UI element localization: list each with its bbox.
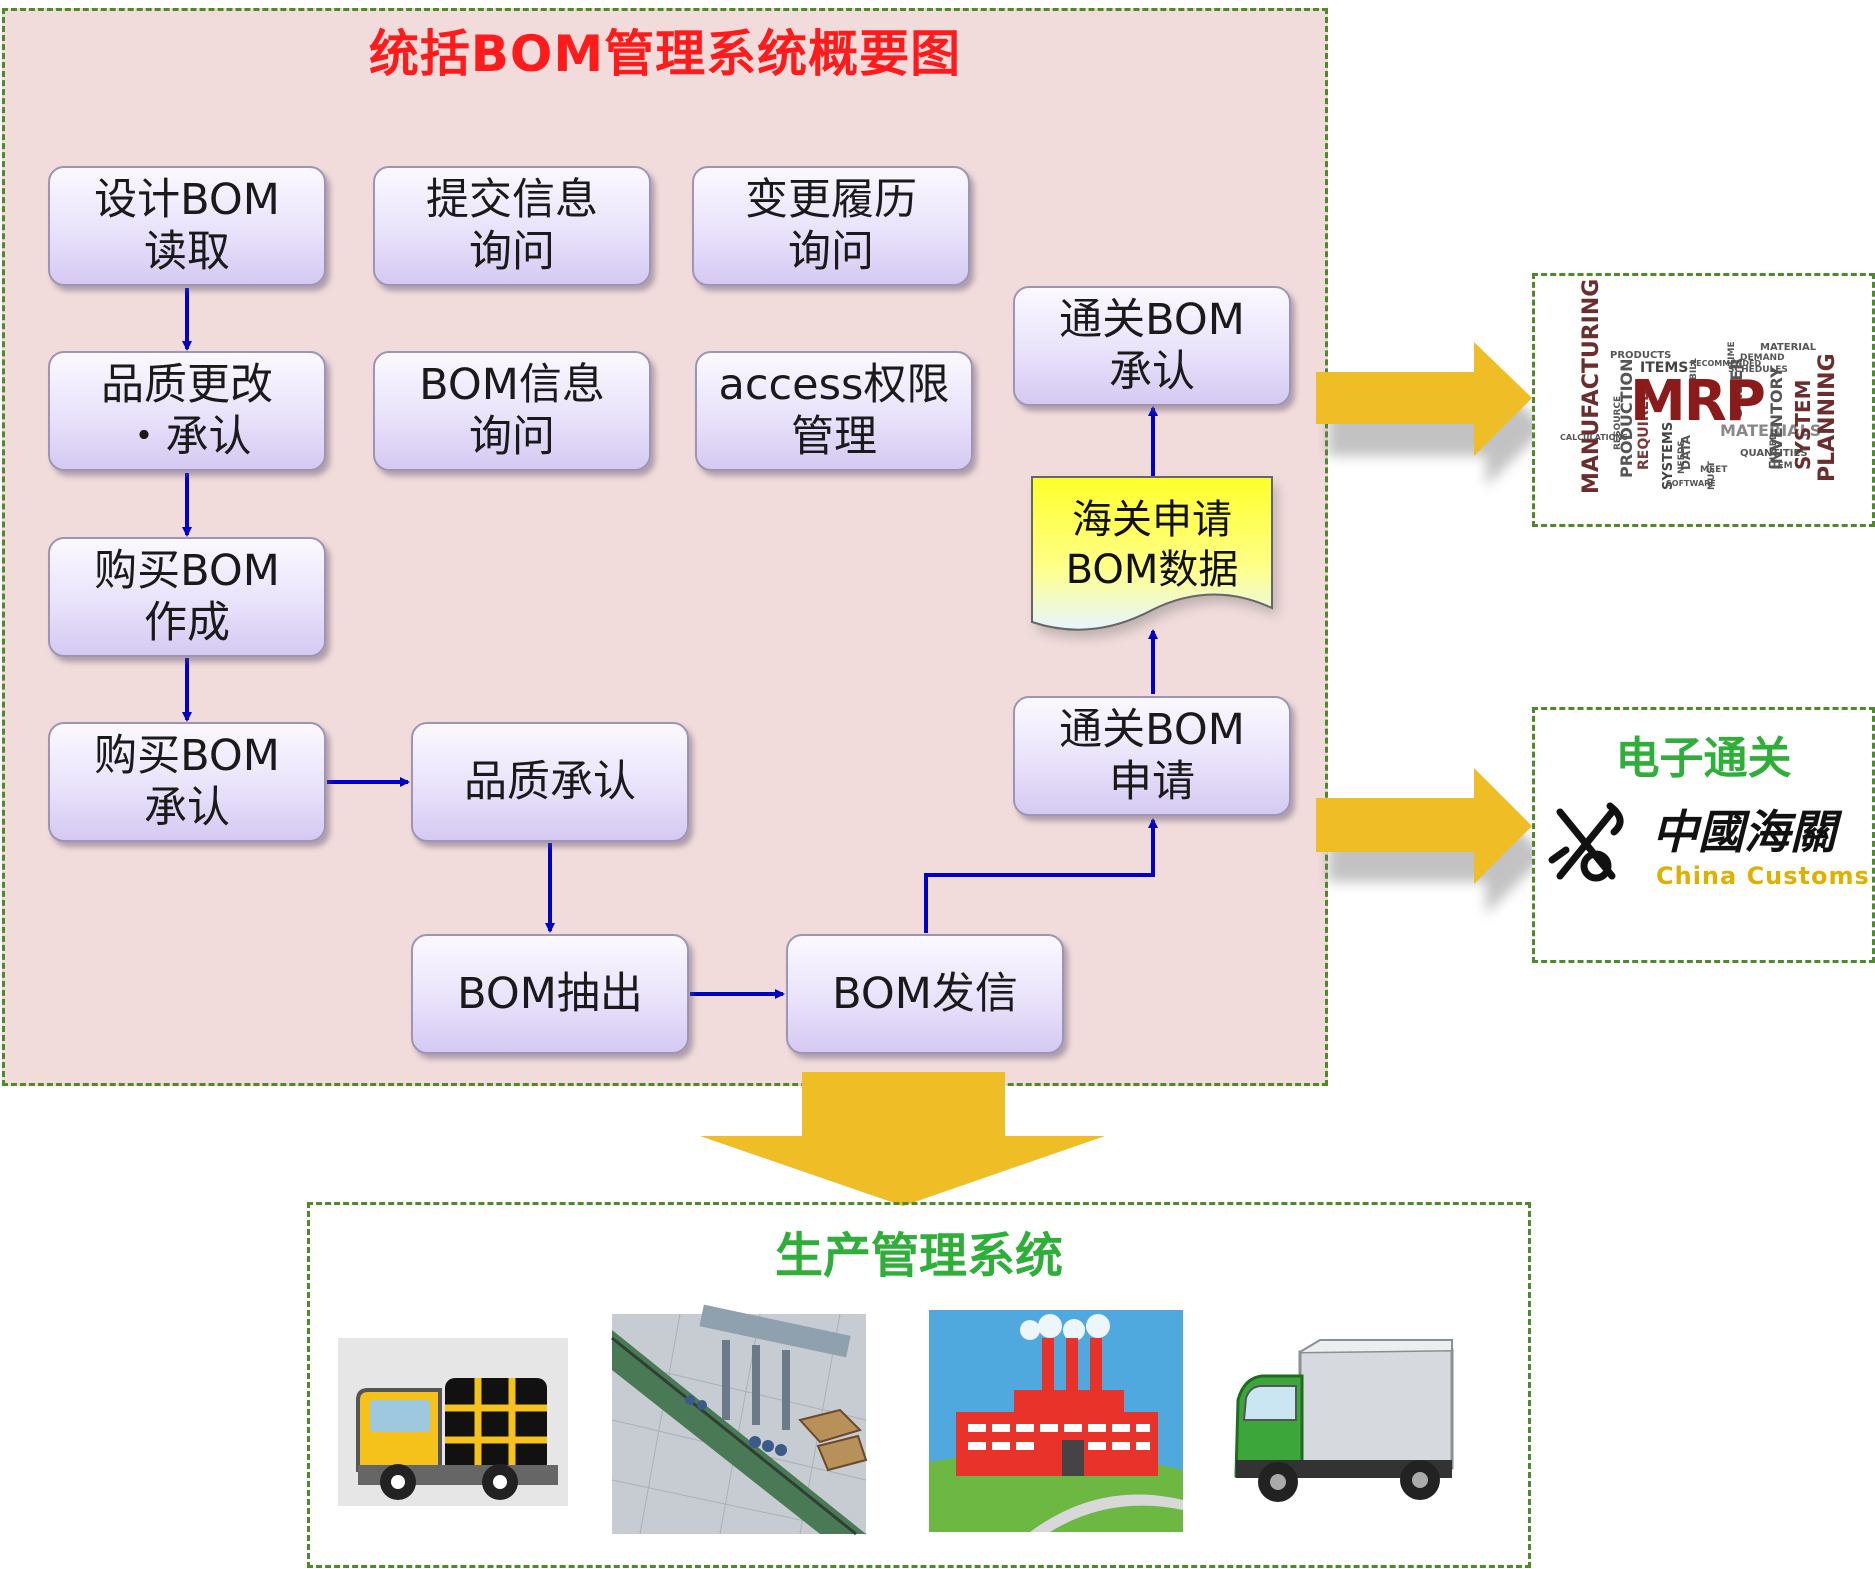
bom-send-box[interactable]: BOM发信: [786, 934, 1064, 1054]
production-panel-title: 生产管理系统: [774, 1228, 1063, 1284]
mrp-panel: [1532, 273, 1875, 527]
box-label: 购买BOM 承认: [94, 731, 280, 833]
customs-document-shape: [1031, 476, 1277, 638]
customs-panel-title: 电子通关: [1615, 733, 1792, 784]
submit-info-query-box[interactable]: 提交信息 询问: [373, 166, 651, 286]
box-label: BOM抽出: [457, 969, 643, 1019]
big-arrow-to-mrp: [1316, 342, 1546, 486]
big-arrow-to-customs: [1316, 768, 1546, 914]
change-history-query-box[interactable]: 变更履历 询问: [692, 166, 970, 286]
access-permission-box[interactable]: access权限 管理: [695, 351, 973, 471]
arrow-send-to-customs-apply: [924, 818, 1158, 933]
bom-extract-box[interactable]: BOM抽出: [411, 934, 689, 1054]
big-arrow-to-production: [700, 1072, 1105, 1206]
box-label: 品质承认: [464, 757, 636, 807]
quality-change-approve-box[interactable]: 品质更改 ・承认: [48, 351, 326, 471]
box-label: BOM发信: [832, 969, 1018, 1019]
box-label: 购买BOM 作成: [94, 546, 280, 648]
box-label: 设计BOM 读取: [94, 175, 280, 277]
box-label: 通关BOM 承认: [1059, 295, 1245, 397]
purchase-bom-make-box[interactable]: 购买BOM 作成: [48, 537, 326, 657]
customs-document-label: 海关申请 BOM数据: [1065, 497, 1239, 593]
diagram-title: 统括BOM管理系统概要图: [368, 25, 962, 83]
box-label: BOM信息 询问: [419, 360, 605, 462]
quality-approve-box[interactable]: 品质承认: [411, 722, 689, 842]
production-panel: [307, 1202, 1531, 1568]
box-label: 通关BOM 申请: [1059, 705, 1245, 807]
customs-bom-approve-box[interactable]: 通关BOM 承认: [1013, 286, 1291, 406]
box-label: 变更履历 询问: [745, 175, 917, 277]
box-label: 提交信息 询问: [426, 175, 598, 277]
box-label: access权限 管理: [718, 360, 950, 462]
box-label: 品质更改 ・承认: [101, 360, 273, 462]
purchase-bom-approve-box[interactable]: 购买BOM 承认: [48, 722, 326, 842]
bom-info-query-box[interactable]: BOM信息 询问: [373, 351, 651, 471]
customs-bom-apply-box[interactable]: 通关BOM 申请: [1013, 696, 1291, 816]
design-bom-read-box[interactable]: 设计BOM 读取: [48, 166, 326, 286]
